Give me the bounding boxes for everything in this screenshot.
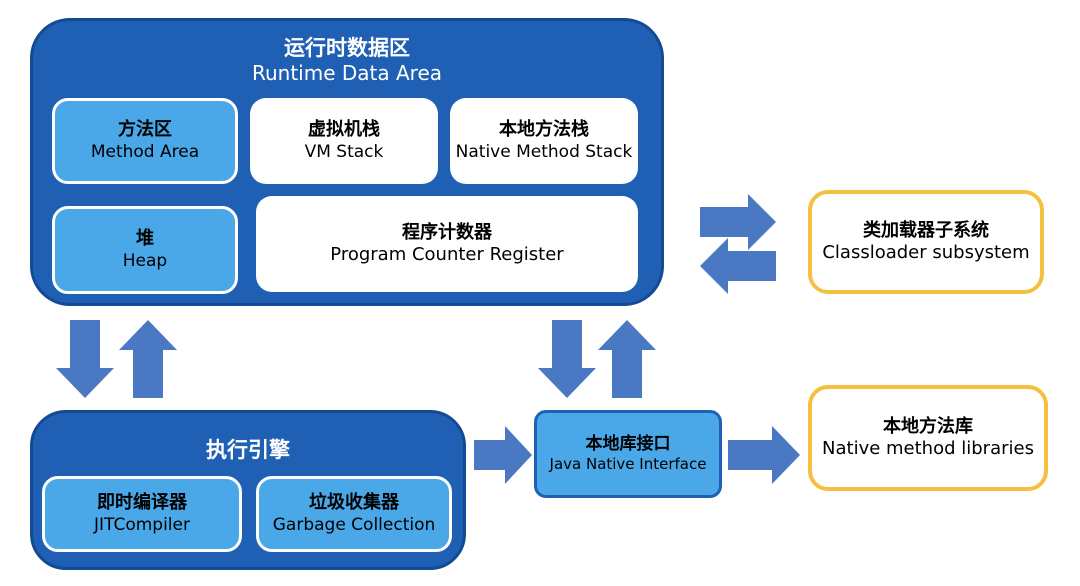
classloader-label-en: Classloader subsystem: [822, 242, 1030, 263]
native-method-stack-label-en: Native Method Stack: [455, 141, 633, 162]
native-method-stack-label-zh: 本地方法栈: [499, 119, 589, 141]
pc-register-label-en: Program Counter Register: [330, 244, 564, 265]
arrow-right-to-classloader: [700, 194, 776, 250]
native-libraries-label-zh: 本地方法库: [883, 415, 973, 437]
arrow-left-from-classloader: [700, 238, 776, 294]
vm-stack-label-zh: 虚拟机栈: [308, 119, 380, 141]
jit-compiler-box: 即时编译器 JITCompiler: [42, 476, 242, 552]
arrow-up-from-jni: [598, 320, 656, 398]
method-area-label-en: Method Area: [90, 141, 200, 162]
garbage-collection-label-en: Garbage Collection: [272, 514, 436, 535]
classloader-label-zh: 类加载器子系统: [863, 219, 989, 241]
runtime-data-area-title: 运行时数据区 Runtime Data Area: [252, 35, 442, 86]
native-libraries-label-en: Native method libraries: [822, 438, 1034, 459]
classloader-subsystem-box: 类加载器子系统 Classloader subsystem: [808, 190, 1044, 294]
garbage-collection-label-zh: 垃圾收集器: [309, 492, 399, 514]
arrow-jni-to-native-libraries: [728, 426, 800, 484]
vm-stack-label-en: VM Stack: [304, 141, 384, 162]
jit-compiler-label-zh: 即时编译器: [97, 492, 187, 514]
heap-label-zh: 堆: [136, 228, 154, 250]
arrow-engine-to-jni: [474, 426, 532, 484]
execution-engine-title-zh: 执行引擎: [206, 438, 290, 462]
runtime-data-area-title-zh: 运行时数据区: [284, 36, 410, 60]
jni-box: 本地库接口 Java Native Interface: [534, 410, 722, 498]
pc-register-label-zh: 程序计数器: [402, 221, 492, 243]
runtime-data-area-title-en: Runtime Data Area: [251, 61, 443, 86]
jit-compiler-label-en: JITCompiler: [94, 514, 190, 535]
vm-stack-box: 虚拟机栈 VM Stack: [250, 98, 438, 184]
native-method-libraries-box: 本地方法库 Native method libraries: [808, 385, 1048, 491]
method-area-box: 方法区 Method Area: [52, 98, 238, 184]
jni-label-zh: 本地库接口: [585, 434, 671, 454]
garbage-collection-box: 垃圾收集器 Garbage Collection: [256, 476, 452, 552]
heap-box: 堆 Heap: [52, 206, 238, 294]
jni-label-en: Java Native Interface: [549, 455, 707, 474]
execution-engine-title: 执行引擎: [206, 437, 290, 463]
arrow-up-to-runtime: [119, 320, 177, 398]
arrow-down-to-engine: [56, 320, 114, 398]
native-method-stack-box: 本地方法栈 Native Method Stack: [450, 98, 638, 184]
heap-label-en: Heap: [122, 250, 168, 271]
method-area-label-zh: 方法区: [118, 119, 172, 141]
arrow-down-to-jni: [538, 320, 596, 398]
pc-register-box: 程序计数器 Program Counter Register: [256, 196, 638, 292]
